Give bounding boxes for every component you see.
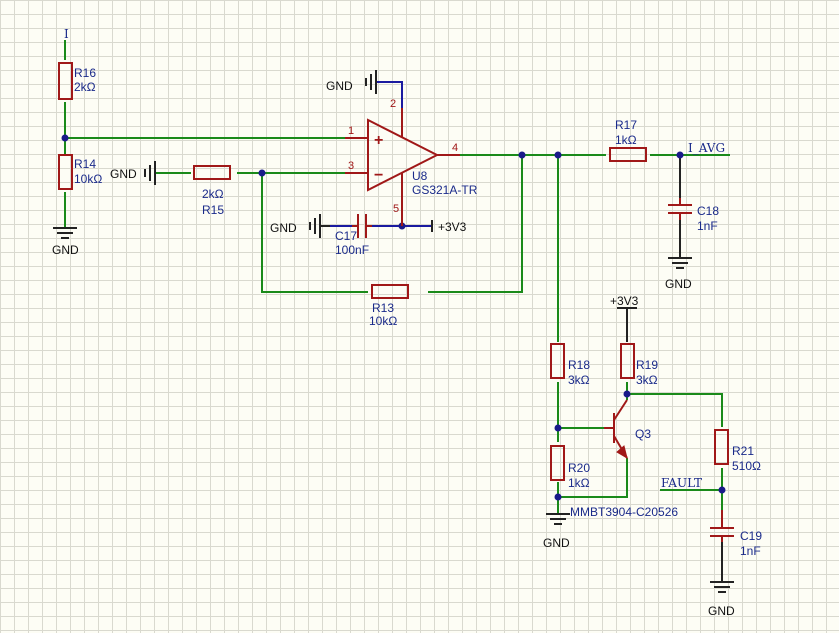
u8-ref: U8 <box>412 169 428 183</box>
gnd-symbol-c18: GND <box>665 257 692 291</box>
r14-value: 10kΩ <box>74 172 102 186</box>
gnd-label: GND <box>326 79 353 93</box>
r15-value: 2kΩ <box>202 187 224 201</box>
u8-pin4: 4 <box>452 142 458 154</box>
q3-part: MMBT3904-C20526 <box>570 505 678 519</box>
r19-ref: R19 <box>636 358 658 372</box>
q3-ref: Q3 <box>635 427 651 441</box>
vcc-label: +3V3 <box>610 294 639 308</box>
junction-dot <box>61 134 69 142</box>
u8-pin2: 2 <box>390 98 396 110</box>
r13-ref: R13 <box>372 301 394 315</box>
c17-ref: C17 <box>335 229 357 243</box>
c17-value: 100nF <box>335 243 369 257</box>
resistor-r13[interactable]: R13 10kΩ <box>369 284 409 328</box>
r20-ref: R20 <box>568 461 590 475</box>
vcc-label: +3V3 <box>438 220 467 234</box>
resistor-r15[interactable]: 2kΩ R15 <box>193 165 231 217</box>
net-labels: I I_AVG FAULT <box>64 27 725 490</box>
gnd-symbol-c17: GND <box>270 214 330 238</box>
junction-dot <box>554 151 562 159</box>
capacitor-c19[interactable]: C19 1nF <box>710 510 762 558</box>
gnd-symbol-c19: GND <box>708 581 735 618</box>
transistor-q3[interactable]: Q3 MMBT3904-C20526 <box>570 399 678 519</box>
wire-feedback-left <box>261 173 368 293</box>
r19-value: 3kΩ <box>636 373 658 387</box>
resistor-r20[interactable]: R20 1kΩ <box>550 445 590 490</box>
junctions <box>61 134 726 501</box>
r13-value: 10kΩ <box>369 314 397 328</box>
gnd-label: GND <box>52 243 79 257</box>
gnd-label: GND <box>708 604 735 618</box>
gnd-symbol-r14: GND <box>52 227 79 257</box>
u8-minus-sign: − <box>374 167 383 184</box>
junction-dot <box>676 151 684 159</box>
gnd-label: GND <box>270 221 297 235</box>
resistor-r14[interactable]: R14 10kΩ <box>58 154 102 190</box>
r17-value: 1kΩ <box>615 133 637 147</box>
net-label-output: I_AVG <box>688 141 725 155</box>
r18-value: 3kΩ <box>568 373 590 387</box>
resistor-r21[interactable]: R21 510Ω <box>714 429 761 473</box>
junction-dot <box>258 169 266 177</box>
junction-dot <box>554 424 562 432</box>
c18-value: 1nF <box>697 219 718 233</box>
capacitor-c17[interactable]: C17 100nF <box>335 214 372 257</box>
vcc-symbol-c17: +3V3 <box>431 220 467 234</box>
wire-u8-vplus-gnd <box>376 81 403 108</box>
junction-dot <box>518 151 526 159</box>
gnd-label: GND <box>543 536 570 550</box>
resistor-r19[interactable]: R19 3kΩ <box>620 343 658 387</box>
c19-ref: C19 <box>740 529 762 543</box>
gnd-symbol-q3: GND <box>543 513 570 550</box>
c18-ref: C18 <box>697 204 719 218</box>
r18-ref: R18 <box>568 358 590 372</box>
vcc-symbol-r19: +3V3 <box>610 294 639 309</box>
resistor-r18[interactable]: R18 3kΩ <box>550 343 590 387</box>
capacitor-c18[interactable]: C18 1nF <box>668 198 719 233</box>
wire-emitter-gnd <box>558 458 628 498</box>
gnd-symbol-r15: GND <box>110 161 156 185</box>
gnd-symbol-u8: GND <box>326 70 377 94</box>
r21-value: 510Ω <box>732 459 761 473</box>
wire-collector-r21 <box>627 393 723 427</box>
resistor-r16[interactable]: R16 2kΩ <box>58 62 96 100</box>
u8-plus-sign: + <box>374 132 383 149</box>
u8-pin3: 3 <box>348 160 354 172</box>
gnd-label: GND <box>110 167 137 181</box>
r16-ref: R16 <box>74 66 96 80</box>
r21-ref: R21 <box>732 444 754 458</box>
r20-value: 1kΩ <box>568 476 590 490</box>
junction-dot <box>718 486 726 494</box>
wire-feedback-right <box>428 155 523 293</box>
u8-pin5: 5 <box>393 203 399 215</box>
net-label-input: I <box>64 27 69 41</box>
r17-ref: R17 <box>615 118 637 132</box>
c19-value: 1nF <box>740 544 761 558</box>
junction-dot <box>623 390 631 398</box>
r16-value: 2kΩ <box>74 80 96 94</box>
u8-pin1: 1 <box>348 125 354 137</box>
resistor-r17[interactable]: R17 1kΩ <box>609 118 647 162</box>
r15-ref: R15 <box>202 203 224 217</box>
net-label-fault: FAULT <box>661 476 702 490</box>
gnd-label: GND <box>665 277 692 291</box>
opamp-u8[interactable]: 1 2 3 4 5 + − U8 GS321A-TR <box>345 98 478 226</box>
u8-part: GS321A-TR <box>412 183 478 197</box>
junction-dot <box>554 493 562 501</box>
r14-ref: R14 <box>74 157 96 171</box>
